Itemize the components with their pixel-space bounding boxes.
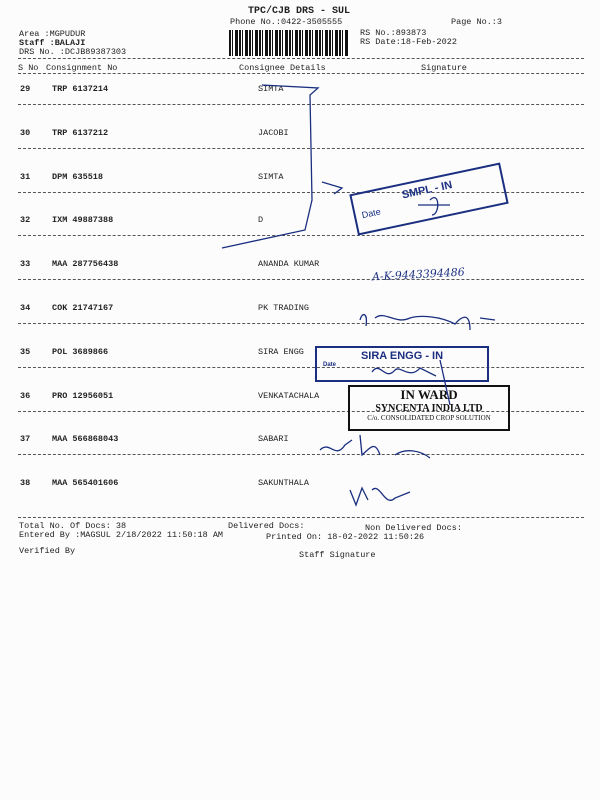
- row-consignee: SIRA ENGG: [258, 346, 304, 357]
- printed-on: Printed On: 18-02-2022 11:50:26: [266, 532, 425, 542]
- col-signature: Signature: [421, 63, 467, 73]
- row-consignment: MAA 565401606: [52, 478, 119, 489]
- row-divider: [18, 323, 584, 324]
- barcode: [229, 30, 349, 56]
- row-divider: [18, 104, 584, 105]
- signature-37: [319, 434, 431, 459]
- row-consignment: PRO 12956051: [52, 390, 114, 401]
- row-sno: 38: [20, 478, 31, 489]
- sheet-title: TPC/CJB DRS - SUL: [248, 6, 351, 17]
- row-consignee: SIMTA: [258, 171, 284, 182]
- row-sno: 37: [20, 434, 31, 445]
- drs-number: DRS No. :DCJB89387303: [19, 47, 127, 57]
- phone-number: Phone No.:0422-3505555: [230, 17, 343, 27]
- col-consignment: Consignment No: [46, 63, 118, 73]
- row-consignee: SAKUNTHALA: [258, 478, 310, 489]
- row-sno: 34: [20, 303, 31, 313]
- row-consignment: TRP 6137214: [52, 84, 109, 94]
- staff: Staff :BALAJI: [19, 38, 86, 48]
- signature-34: [359, 314, 496, 331]
- page-number: Page No.:3: [451, 17, 503, 27]
- row-divider: [18, 366, 584, 368]
- rs-number: RS No.:893873: [360, 28, 427, 38]
- row-consignment: POL 3689866: [52, 346, 109, 357]
- signature-31: [418, 197, 450, 216]
- row-consignment: COK 21747167: [52, 303, 114, 313]
- row-consignee: ANANDA KUMAR: [258, 259, 320, 270]
- row-consignment: IXM 49887388: [52, 215, 114, 226]
- row-consignee: SIMTA: [258, 84, 284, 94]
- row-consignee: SABARI: [258, 434, 289, 445]
- signature-mark-31: [321, 181, 344, 195]
- row-sno: 29: [20, 84, 31, 94]
- signature-scribble-29: [221, 84, 320, 249]
- row-divider: [18, 235, 584, 237]
- rs-date: RS Date:18-Feb-2022: [360, 37, 457, 47]
- row-sno: 31: [20, 171, 31, 182]
- signature-35: [371, 359, 451, 406]
- staff-signature: Staff Signature: [299, 550, 376, 560]
- row-consignment: MAA 287756438: [52, 259, 119, 270]
- row-consignment: MAA 566868043: [52, 434, 119, 445]
- verified-by: Verified By: [19, 546, 76, 556]
- row-divider: [18, 147, 584, 149]
- row-sno: 35: [20, 346, 31, 357]
- row-consignment: DPM 635518: [52, 171, 104, 182]
- area: Area :MGPUDUR: [19, 29, 86, 39]
- row-divider: [18, 191, 584, 193]
- row-consignee: D: [258, 215, 264, 226]
- entered-by: Entered By :MAGSUL 2/18/2022 11:50:18 AM: [19, 530, 224, 540]
- row-sno: 32: [20, 215, 31, 226]
- row-consignee: PK TRADING: [258, 303, 310, 313]
- row-consignment: TRP 6137212: [52, 127, 109, 138]
- col-sno: S No: [18, 63, 39, 73]
- total-docs: Total No. Of Docs: 38: [19, 521, 127, 531]
- row-consignee: JACOBI: [258, 127, 289, 138]
- row-sno: 33: [20, 259, 31, 270]
- row-sno: 30: [20, 127, 31, 138]
- sira-engg-stamp: SIRA ENGG - IN Date: [315, 346, 489, 382]
- inward-stamp: IN WARD SYNCENTA INDIA LTD C/o. CONSOLID…: [348, 385, 510, 431]
- delivered-docs: Delivered Docs:: [228, 521, 305, 531]
- row-sno: 36: [20, 390, 31, 401]
- col-consignee: Consignee Details: [239, 63, 326, 73]
- row-consignee: VENKATACHALA: [258, 390, 320, 401]
- row-divider: [18, 454, 584, 456]
- non-delivered-docs: Non Delivered Docs:: [365, 523, 462, 533]
- row-divider: [18, 410, 584, 412]
- row-divider: [18, 279, 584, 281]
- signature-38: [349, 486, 411, 507]
